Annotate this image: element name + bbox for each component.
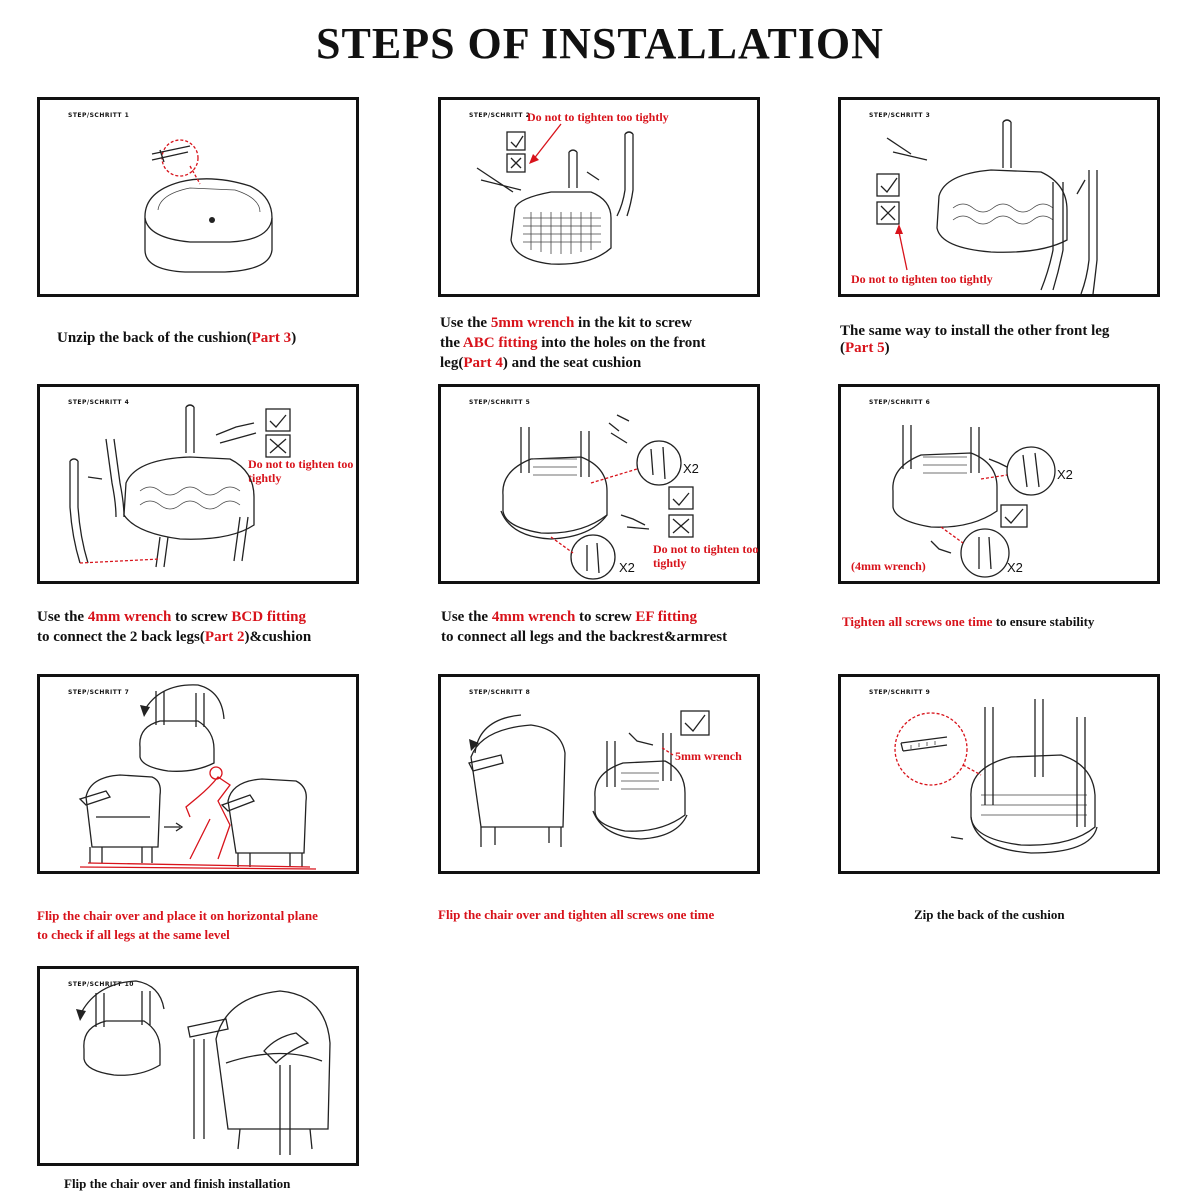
flip-and-tighten-illustration [468, 710, 710, 847]
step-1-panel: STEP/SCHRITT 1 [37, 97, 359, 297]
flip-chair-level-check-illustration [78, 684, 317, 870]
step-10-caption: Flip the chair over and finish installat… [64, 1176, 291, 1191]
cushion-zip-illustration [894, 699, 1098, 854]
step-3-caption: The same way to install the other front … [840, 323, 1110, 356]
step-6-qty-upper: X2 [1057, 467, 1073, 482]
step-3-warning-note: Do not to tighten too tightly [851, 272, 993, 286]
step-4-warning-note: Do not to tighten too tightly [248, 457, 354, 485]
step-10-panel: STEP/SCHRITT 10 [37, 966, 359, 1166]
step-8-panel: STEP/SCHRITT 8 5mm wrench [438, 674, 760, 874]
step-4-caption: Use the 4mm wrench to screw BCD fitting … [37, 609, 312, 645]
step-2-panel: STEP/SCHRITT 2 Do not to tighten too tig… [438, 97, 760, 297]
step-3-label: STEP/SCHRITT 3 [869, 112, 931, 119]
back-legs-attach-illustration [69, 404, 291, 568]
step-1-caption: Unzip the back of the cushion(Part 3) [57, 330, 297, 346]
step-10-label: STEP/SCHRITT 10 [68, 981, 134, 988]
step-7-caption: Flip the chair over and place it on hori… [37, 908, 318, 942]
step-5-warning-note: Do not to tighten too tightly [653, 542, 759, 570]
step-8-label: STEP/SCHRITT 8 [469, 689, 531, 696]
step-7-panel: STEP/SCHRITT 7 [37, 674, 359, 874]
step-1-label: STEP/SCHRITT 1 [68, 112, 130, 119]
step-6-label: STEP/SCHRITT 6 [869, 399, 931, 406]
step-7-label: STEP/SCHRITT 7 [68, 689, 130, 696]
step-6-wrench-note: (4mm wrench) [851, 559, 926, 573]
step-6-qty-lower: X2 [1007, 560, 1023, 575]
finish-installation-illustration [76, 980, 331, 1155]
front-leg-attach-illustration [476, 123, 634, 265]
step-9-caption: Zip the back of the cushion [914, 907, 1065, 922]
step-2-warning-note: Do not to tighten too tightly [527, 110, 669, 124]
step-9-panel: STEP/SCHRITT 9 [838, 674, 1160, 874]
tighten-screws-illustration [892, 425, 1056, 578]
step-8-caption: Flip the chair over and tighten all scre… [438, 907, 715, 922]
step-5-panel: STEP/SCHRITT 5 Do not to tighten too tig… [438, 384, 760, 584]
other-front-leg-illustration [876, 119, 1098, 294]
step-5-qty-lower: X2 [619, 560, 635, 575]
all-legs-backrest-illustration [500, 414, 694, 580]
step-9-label: STEP/SCHRITT 9 [869, 689, 931, 696]
step-6-caption: Tighten all screws one time to ensure st… [842, 614, 1095, 629]
step-5-qty-upper: X2 [683, 461, 699, 476]
step-4-panel: STEP/SCHRITT 4 Do not to tighten too tig… [37, 384, 359, 584]
cushion-unzip-illustration [144, 139, 273, 273]
step-5-label: STEP/SCHRITT 5 [469, 399, 531, 406]
step-3-panel: STEP/SCHRITT 3 Do not to tighten too tig… [838, 97, 1160, 297]
page-title: STEPS OF INSTALLATION [316, 19, 884, 68]
step-6-panel: STEP/SCHRITT 6 (4mm wrench) X2 X2 [838, 384, 1160, 584]
step-4-label: STEP/SCHRITT 4 [68, 399, 130, 406]
step-2-label: STEP/SCHRITT 2 [469, 112, 531, 119]
step-2-caption: Use the 5mm wrench in the kit to screw t… [440, 315, 706, 371]
step-5-caption: Use the 4mm wrench to screw EF fitting t… [441, 609, 728, 645]
step-8-wrench-note: 5mm wrench [675, 749, 742, 763]
